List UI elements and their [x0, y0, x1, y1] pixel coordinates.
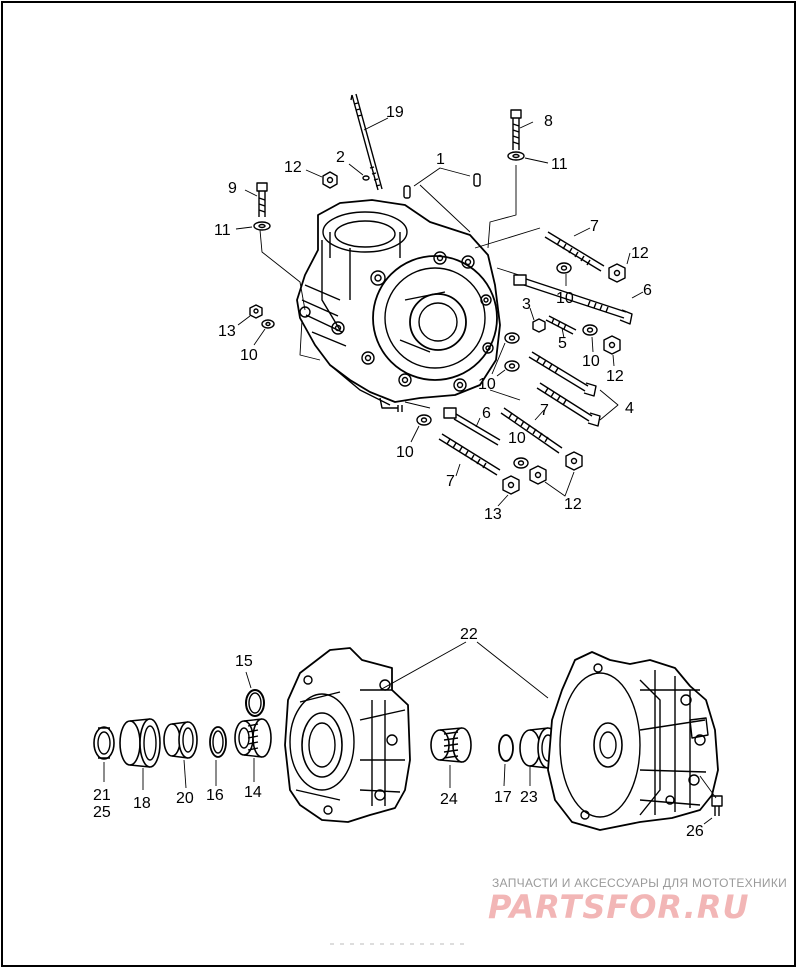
callout-11: 11 — [214, 222, 231, 239]
callout-9: 9 — [228, 180, 237, 197]
callout-17: 17 — [494, 789, 512, 806]
part-26-fitting — [711, 795, 723, 816]
part-14-bearing — [234, 718, 272, 758]
part-21-25-seal — [93, 726, 115, 760]
callout-12: 12 — [564, 496, 582, 513]
part-10-washer-5 — [513, 457, 529, 469]
part-15-o-ring — [245, 689, 265, 717]
part-19-stud — [350, 93, 383, 191]
part-9-bolt — [256, 182, 268, 217]
part-1-dowels — [403, 173, 481, 199]
assembly-leaders — [259, 165, 541, 409]
part-23-bushing — [519, 727, 559, 769]
callout-10: 10 — [240, 347, 258, 364]
part-11-washer-top — [507, 151, 525, 161]
part-8-bolt — [510, 109, 522, 150]
part-12-nut-right-mid — [603, 335, 621, 355]
watermark-tagline: ЗАПЧАСТИ И АКСЕССУАРЫ ДЛЯ МОТОТЕХНИКИ — [492, 876, 788, 890]
part-13-nut-lower — [502, 475, 520, 495]
part-17-snap-ring — [498, 734, 514, 762]
part-2-pin — [362, 175, 370, 181]
part-10-washer-2 — [582, 324, 598, 336]
callout-2: 2 — [336, 149, 345, 166]
part-10-washer-left — [261, 319, 275, 329]
part-5-bolt — [545, 315, 577, 335]
part-18-race — [119, 718, 161, 768]
lower-callouts: 22 15 21 25 18 20 16 14 24 17 23 26 — [93, 626, 704, 840]
callout-18: 18 — [133, 795, 151, 812]
part-6-bolt-lower — [443, 407, 501, 446]
callout-15: 15 — [235, 653, 253, 670]
callout-14: 14 — [244, 784, 262, 801]
callout-10: 10 — [396, 444, 414, 461]
callout-16: 16 — [206, 787, 224, 804]
callout-23: 23 — [520, 789, 538, 806]
part-4-bolts — [528, 351, 601, 427]
part-3-nut — [532, 318, 546, 333]
part-7-bolt-lower — [438, 433, 501, 476]
callout-5: 5 — [558, 335, 567, 352]
part-16-snap-ring — [209, 726, 227, 758]
callout-10: 10 — [478, 376, 496, 393]
part-11-washer-left — [253, 221, 271, 231]
callout-10: 10 — [556, 290, 574, 307]
callout-11: 11 — [551, 156, 568, 173]
callout-24: 24 — [440, 791, 458, 808]
part-20-cup — [163, 721, 198, 759]
part-12-nut-right-upper — [608, 263, 626, 283]
callout-6: 6 — [643, 282, 652, 299]
callout-22: 22 — [460, 626, 478, 643]
part-10-washer-4 — [504, 360, 520, 372]
part-10-washer-3 — [504, 332, 520, 344]
transmission-case — [547, 651, 719, 831]
part-13-nut-left — [249, 304, 263, 319]
part-7-bolt-mid — [500, 407, 563, 454]
callout-8: 8 — [544, 113, 553, 130]
upper-callouts: 19 2 12 1 8 11 9 11 7 12 10 6 3 13 10 5 … — [214, 104, 652, 523]
crankcase-housing — [296, 199, 501, 412]
part-10-washer-1 — [556, 262, 572, 274]
callout-12: 12 — [631, 245, 649, 262]
part-12-nut-top — [322, 171, 338, 189]
callout-12: 12 — [606, 368, 624, 385]
callout-13: 13 — [484, 506, 502, 523]
part-7-bolt-upper — [544, 231, 605, 272]
callout-25: 25 — [93, 804, 111, 821]
callout-1: 1 — [436, 151, 445, 168]
callout-13: 13 — [218, 323, 236, 340]
callout-7: 7 — [446, 473, 455, 490]
callout-26: 26 — [686, 823, 704, 840]
part-10-washer-lower — [416, 414, 432, 426]
primary-cover — [284, 647, 411, 823]
callout-12: 12 — [284, 159, 302, 176]
callout-7: 7 — [540, 402, 549, 419]
part-24-needle-bearing — [430, 727, 472, 763]
callout-20: 20 — [176, 790, 194, 807]
watermark-logo: PARTSFOR.RU — [488, 888, 750, 926]
callout-10: 10 — [582, 353, 600, 370]
callout-19: 19 — [386, 104, 404, 121]
callout-21: 21 — [93, 787, 111, 804]
callout-3: 3 — [522, 296, 531, 313]
part-12-nuts-lower — [529, 451, 583, 485]
callout-6: 6 — [482, 405, 491, 422]
part-6-bolt-upper — [513, 274, 633, 325]
callout-7: 7 — [590, 218, 599, 235]
callout-4: 4 — [625, 400, 634, 417]
callout-10: 10 — [508, 430, 526, 447]
